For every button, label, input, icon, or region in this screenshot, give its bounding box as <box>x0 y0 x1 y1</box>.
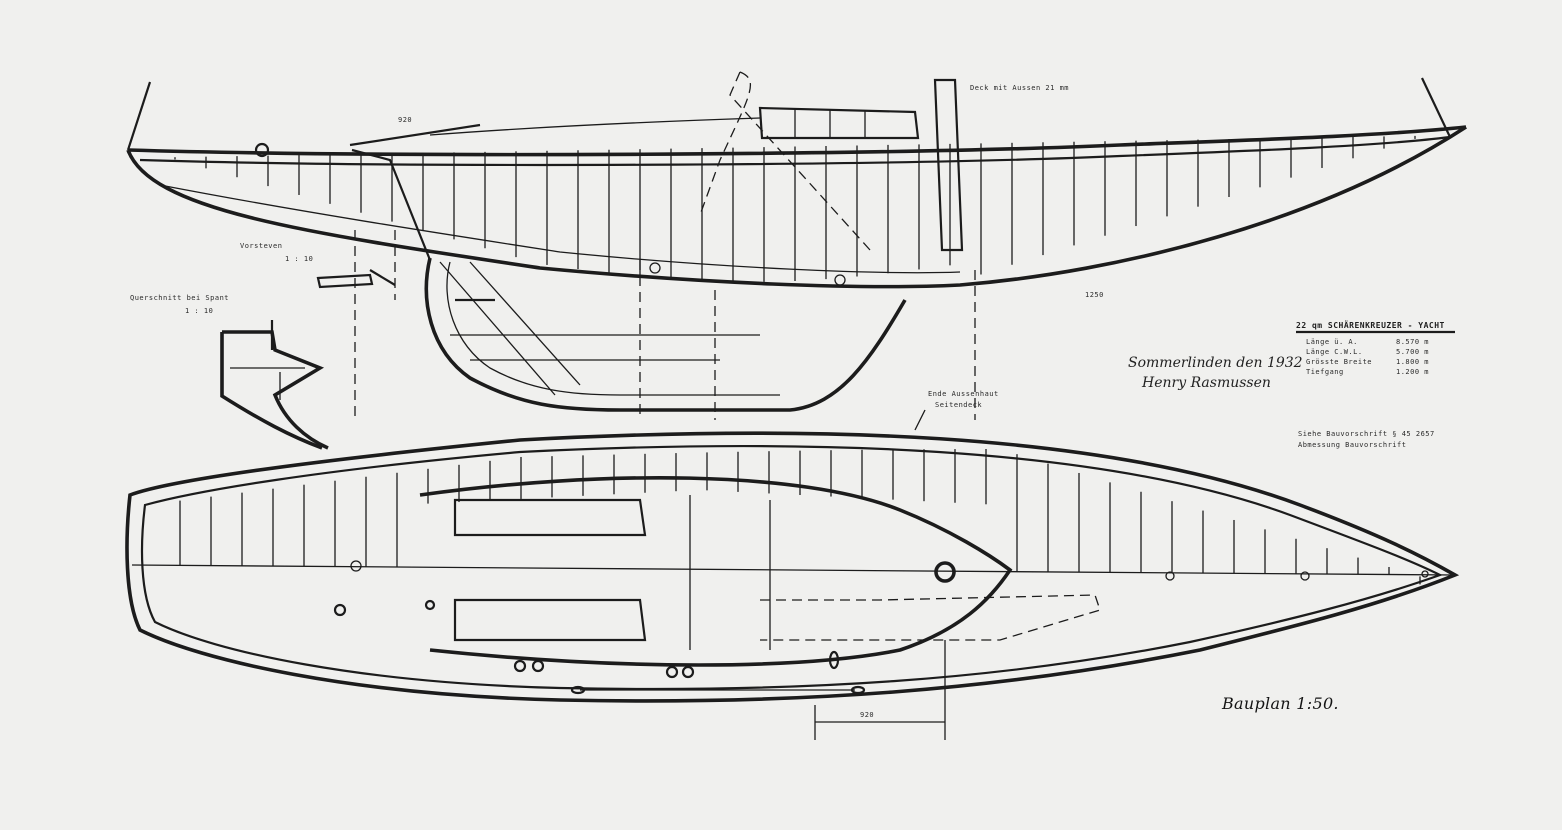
profile-mast <box>933 78 964 252</box>
title-row-4: Tiefgang <box>1306 368 1344 376</box>
title-value-2: 5.700 m <box>1396 348 1429 356</box>
title-value-1: 8.570 m <box>1396 338 1429 346</box>
midship-section <box>220 320 329 450</box>
signature-line-1: Sommerlinden den 1932 <box>1128 355 1303 371</box>
note-right-2: Abmessung Bauvorschrift <box>1298 441 1406 449</box>
deck-plan-view <box>125 409 1460 740</box>
profile-stern-post <box>126 81 152 151</box>
stern-detail-sketch <box>316 273 374 289</box>
profile-inner-planking <box>139 135 1451 167</box>
plan-cockpit-coaming <box>419 476 1013 667</box>
note-side-2: Seitendeck <box>935 401 982 409</box>
plan-caption: Bauplan 1:50. <box>1222 694 1339 713</box>
note-deck-top-dim: 920 <box>398 116 412 124</box>
note-side: Ende Aussenhaut <box>928 390 999 398</box>
note-stern-detail-scale: 1 : 10 <box>285 255 313 263</box>
note-right-1: Siehe Bauvorschrift § 45 2657 <box>1298 430 1435 438</box>
profile-bow-post <box>1421 77 1451 138</box>
plan-inner-sheer <box>140 444 1443 691</box>
profile-cabin-top <box>758 106 920 140</box>
plan-centerline <box>131 564 1456 576</box>
title-row-3: Grösste Breite <box>1306 358 1372 366</box>
plan-mast-partner <box>934 561 956 583</box>
profile-hull-bottom <box>126 125 1467 289</box>
title-block: 22 qm SCHÄRENKREUZER - YACHT Länge ü. A.… <box>1296 320 1455 376</box>
profile-sheer-line <box>127 125 1467 157</box>
note-keel-dim: 1250 <box>1085 291 1104 299</box>
profile-view <box>126 71 1467 420</box>
title-block-heading: 22 qm SCHÄRENKREUZER - YACHT <box>1296 320 1445 330</box>
title-value-3: 1.800 m <box>1396 358 1429 366</box>
plan-fittings <box>333 560 1429 695</box>
profile-tiller <box>351 148 432 261</box>
title-value-4: 1.200 m <box>1396 368 1429 376</box>
annotations: Sommerlinden den 1932 Henry Rasmussen Si… <box>130 84 1435 719</box>
note-section-scale: 1 : 10 <box>185 307 213 315</box>
profile-frames <box>174 135 1416 282</box>
title-row-1: Länge ü. A. <box>1306 338 1358 346</box>
signature-line-2: Henry Rasmussen <box>1141 375 1271 391</box>
plan-hull-outline <box>125 431 1460 703</box>
note-bottom-dim: 920 <box>860 711 874 719</box>
plan-frames <box>179 449 1421 585</box>
profile-keel-inner <box>446 261 780 396</box>
note-section-label: Querschnitt bei Spant <box>130 294 229 302</box>
profile-keel-fin <box>424 257 907 412</box>
profile-waterline-inner <box>159 184 961 274</box>
note-stern-detail: Vorsteven <box>240 242 282 250</box>
note-deck-dim: Deck mit Aussen 21 mm <box>970 84 1069 92</box>
title-row-2: Länge C.W.L. <box>1306 348 1363 356</box>
